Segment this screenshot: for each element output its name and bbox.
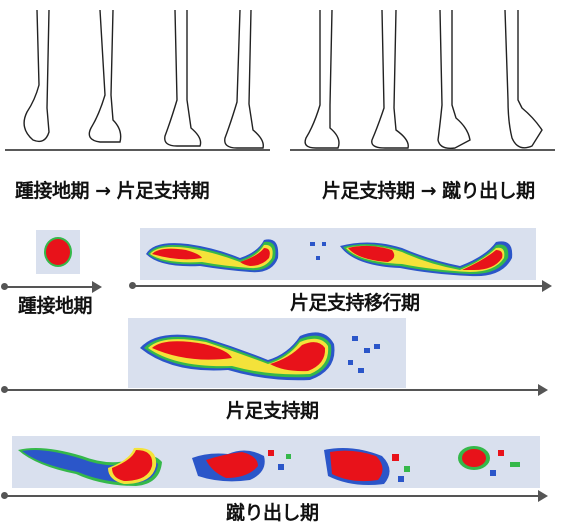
pressure-map-heelstrike: [36, 230, 80, 274]
gait-sketch-right: [290, 0, 560, 170]
timeline-arrow-row1-left: [4, 286, 100, 288]
label-pushoff-phase: 蹴り出し期: [226, 498, 319, 525]
timeline-arrow-row1-right: [132, 285, 550, 287]
timeline-arrow-row3: [4, 495, 546, 497]
timeline-arrow-row2: [4, 389, 546, 391]
label-heelstrike-phase: 踵接地期: [18, 291, 92, 318]
caption-stance-to-pushoff: 片足支持期 → 蹴り出し期: [322, 176, 535, 203]
pressure-map-pushoff: [12, 436, 540, 488]
pressure-map-stance: [128, 318, 406, 388]
label-transition-phase: 片足支持移行期: [290, 288, 420, 315]
label-stance-phase: 片足支持期: [226, 396, 319, 423]
gait-sketch-left: [5, 0, 275, 170]
caption-heelstrike-to-stance: 踵接地期 → 片足支持期: [15, 176, 209, 203]
pressure-map-transition: [140, 228, 536, 280]
